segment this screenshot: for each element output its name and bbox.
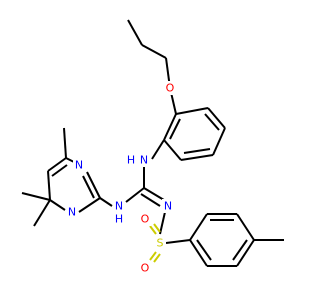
bond-guan-2 — [125, 187, 145, 203]
atom-label: N — [115, 200, 123, 213]
bond-pyr-4 — [47, 170, 51, 201]
atom-o-ether: O — [164, 81, 176, 95]
bond-propyl-1 — [127, 19, 143, 46]
atom-label-background — [113, 212, 125, 226]
atom-n-pyrimidine-3: N — [66, 205, 78, 219]
bond-propyl-2 — [141, 44, 167, 59]
bond-s-n — [159, 211, 166, 235]
atom-n-imine: N — [162, 199, 174, 213]
atom-label-h: H — [115, 213, 123, 226]
bond-ar2-3 — [236, 213, 255, 241]
bond-ar1-5 — [163, 139, 182, 161]
atom-label: N — [68, 206, 76, 219]
bond-pyr-1b — [82, 175, 95, 199]
bond-s-o2b — [153, 253, 161, 263]
atom-label-h: H — [127, 154, 135, 167]
atom-label-background — [154, 236, 166, 250]
atom-label-background — [139, 261, 151, 275]
bond-ar1-2b — [204, 113, 220, 131]
atom-label-background — [73, 158, 85, 172]
atom-label: N — [164, 200, 172, 213]
atom-label: O — [166, 82, 175, 95]
bond-s-ar — [165, 239, 191, 244]
bond-layer — [21, 19, 284, 267]
bond-pyr-5 — [49, 199, 66, 211]
atom-label: S — [157, 237, 164, 250]
atom-label: N — [140, 154, 148, 167]
bond-s-o1b — [153, 223, 161, 233]
atom-o-sulfonyl-1: O — [139, 212, 151, 226]
bond-pyr-6 — [78, 197, 101, 213]
bond-ar1-1 — [175, 107, 209, 115]
bond-pyr-3b — [51, 164, 68, 177]
bond-s-o1 — [149, 225, 157, 235]
atom-label-background — [66, 205, 78, 219]
bond-ar1-2 — [207, 107, 226, 129]
atom-label-background — [164, 81, 176, 95]
atom-s-sulfonyl: S — [154, 236, 166, 250]
bond-ar2-1 — [189, 213, 208, 241]
bond-ar2-6b — [196, 239, 212, 261]
atom-label: O — [141, 262, 150, 275]
structure-canvas: N N N H N H N O S O O — [21, 19, 284, 275]
atom-o-sulfonyl-2: O — [139, 261, 151, 275]
bond-ar2-6 — [189, 239, 208, 267]
atom-label-background — [113, 199, 125, 213]
bond-ar1-4b — [183, 148, 211, 154]
bond-pyr-methyl-bot2 — [21, 192, 51, 201]
atom-label-background — [139, 212, 151, 226]
atom-n-bridge: N H — [125, 153, 150, 167]
bond-ar2-4b — [232, 239, 248, 261]
bond-ar1-6b — [169, 118, 181, 140]
atom-label-background — [138, 153, 150, 167]
atom-n-pyrimidine-1: N — [73, 158, 85, 172]
bond-pyr-3 — [47, 157, 67, 172]
molecule-diagram: N N N H N H N O S O O — [21, 19, 284, 275]
bond-pyr-methyl-top — [63, 127, 67, 159]
bond-ar2-4 — [236, 239, 255, 267]
atom-layer: N N N H N H N O S O O — [66, 81, 176, 275]
bond-ar1-n — [151, 139, 165, 160]
atom-label: O — [141, 213, 150, 226]
bond-ar1-4 — [180, 154, 214, 161]
bond-pyr-1 — [86, 171, 101, 199]
hetero-bond-layer — [149, 223, 161, 263]
atom-label-background — [162, 199, 174, 213]
bond-pyr-methyl-bot — [33, 199, 51, 227]
bond-s-o2 — [149, 251, 157, 261]
bond-guan-3 — [143, 187, 165, 201]
bond-pyr-n — [99, 197, 113, 207]
atom-label-background — [125, 153, 137, 167]
bond-ar1-6 — [163, 113, 177, 141]
atom-n-amine: N H — [113, 199, 125, 226]
atom-label: N — [75, 159, 83, 172]
bond-ar1-3 — [212, 127, 226, 156]
bond-guan-3b — [140, 193, 161, 207]
